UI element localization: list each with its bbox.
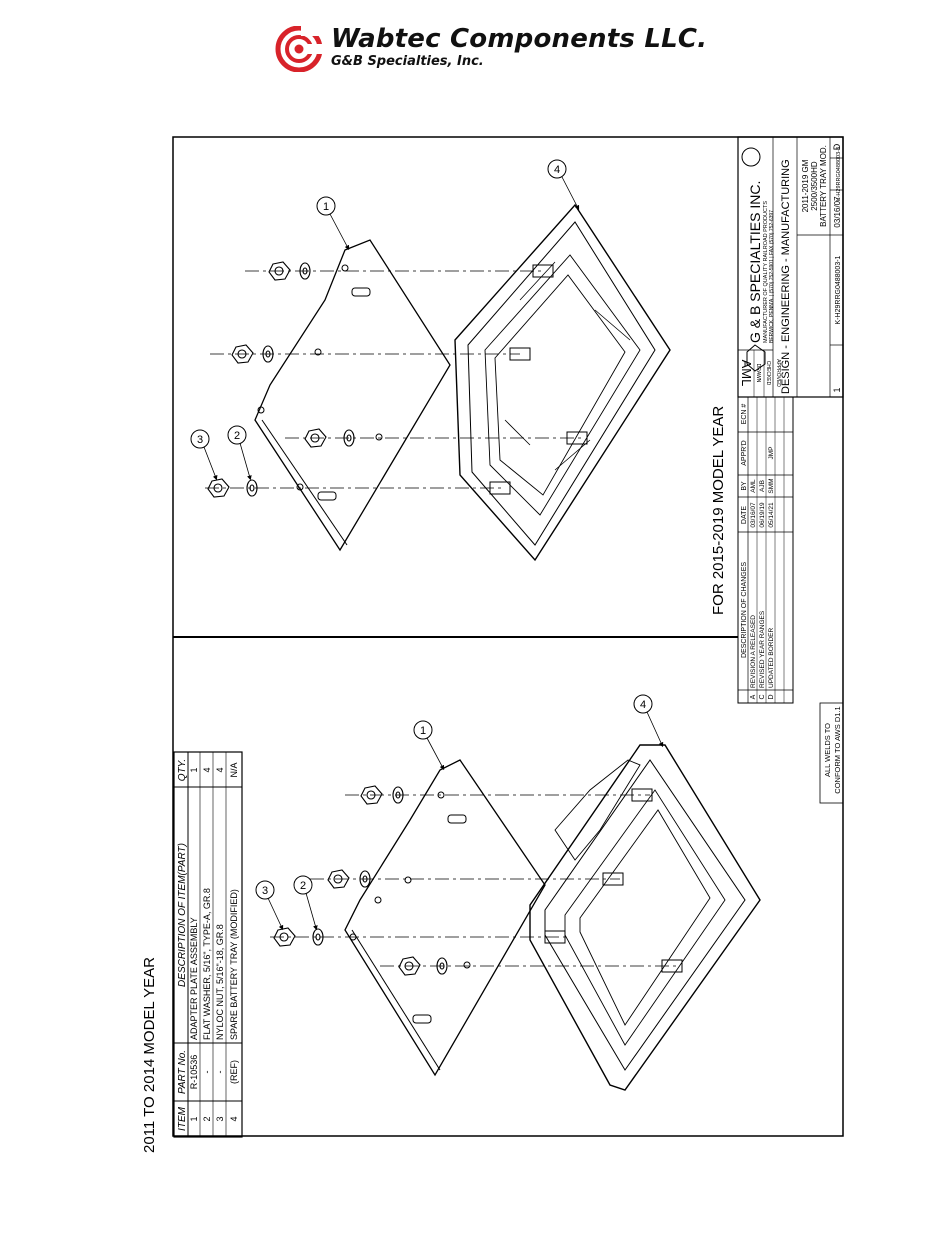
title-approved-label: APPROVED (775, 359, 781, 387)
bom-header-item: ITEM (177, 1106, 188, 1131)
bom-row-1-part: R-10536 (189, 1055, 199, 1090)
bom-row-4-qty: N/A (229, 762, 239, 777)
bottom-view-balloon-labels: 1 4 3 2 (262, 699, 646, 897)
railroad-seal-icon (741, 147, 761, 167)
bom-row-1-desc: ADAPTER PLATE ASSEMBLY (189, 917, 199, 1040)
title-checked-label: CHECKED (765, 361, 771, 386)
rev-row-c-by: AJB (759, 480, 766, 492)
bom-row-2-qty: 4 (202, 767, 212, 772)
bom-header-part: PART No. (177, 1050, 188, 1094)
revision-block: DESCRIPTION OF CHANGES DATE BY APPR'D EC… (737, 396, 794, 704)
title-part-title-2: 2500/3500HD (810, 161, 819, 211)
bom-row-2-desc: FLAT WASHER, 5/16", TYPE-A, GR.8 (202, 888, 212, 1040)
title-drawn-label: DRAWN (755, 364, 761, 383)
weld-note-line-2: CONFORM TO AWS D1.1 (833, 706, 842, 793)
rev-header-by: BY (741, 481, 748, 491)
rev-row-c-letter: C (759, 694, 766, 699)
balloon-2-bottom: 2 (300, 880, 306, 892)
title-tagline: MANUFACTURER OF QUALITY RAILROAD PRODUCT… (763, 201, 769, 343)
weld-note: ALL WELDS TO CONFORM TO AWS D1.1 (819, 702, 844, 804)
view-title-2015-2019: FOR 2015-2019 MODEL YEAR (710, 406, 727, 615)
weld-note-line-1: ALL WELDS TO (823, 723, 832, 777)
top-battery-tray (454, 203, 671, 562)
bill-of-materials: ITEM PART No. DESCRIPTION OF ITEM(PART) … (173, 751, 243, 1138)
bom-header-qty: QTY. (177, 759, 188, 781)
company-name: Wabtec Components LLC. (331, 24, 708, 54)
rev-header-apprd: APPR'D (741, 440, 748, 465)
balloon-1-top: 1 (323, 201, 329, 213)
company-subsidiary: G&B Specialties, Inc. (331, 54, 484, 69)
rev-row-d-by: SMM (768, 478, 775, 493)
bom-row-3-part: - (215, 1071, 225, 1074)
bom-row-1-qty: 1 (189, 767, 199, 772)
bom-row-3-item: 3 (215, 1116, 225, 1121)
rev-row-a-by: AML (750, 479, 757, 493)
top-view-balloon-labels: 1 4 3 2 (197, 164, 560, 446)
bom-row-4-item: 4 (229, 1116, 239, 1121)
balloon-4-top: 4 (554, 164, 560, 176)
title-revision: D (832, 143, 842, 150)
top-adapter-plate (254, 239, 451, 552)
bom-row-3-desc: NYLOC NUT, 5/16"-18, GR.8 (215, 924, 225, 1040)
title-company: G & B SPECIALTIES INC. (747, 181, 763, 343)
balloon-4-bottom: 4 (640, 699, 646, 711)
bom-row-2-part: - (202, 1071, 212, 1074)
rev-row-d-date: 05/14/21 (768, 502, 775, 528)
bom-row-4-part: (REF) (229, 1060, 239, 1084)
rev-header-description: DESCRIPTION OF CHANGES (741, 562, 748, 658)
rev-row-d-apprd: JMP (768, 447, 775, 460)
title-address: BERWICK, PENN'A. | (570) 752-5901 | FAX … (769, 210, 775, 343)
bottom-adapter-plate (344, 759, 546, 1077)
top-view-assembly (190, 159, 671, 562)
title-part-title-1: 2011-2019 GM (801, 159, 810, 212)
balloon-3-top: 3 (197, 434, 203, 446)
title-part-title-3: BATTERY TRAY MOD. (819, 145, 828, 227)
rev-row-d-desc: UPDATED BORDER (768, 628, 775, 688)
company-logo: Wabtec Components LLC. G&B Specialties, … (275, 24, 707, 76)
bottom-view-assembly (255, 694, 761, 1091)
rev-row-a-desc: REVISION A RELEASED (750, 615, 757, 688)
gb-emblem-icon (746, 344, 766, 372)
rev-row-a-date: 03/16/07 (750, 502, 757, 528)
rev-row-c-desc: REVISED YEAR RANGES (759, 610, 766, 688)
rev-header-date: DATE (741, 506, 748, 524)
bom-row-1-item: 1 (189, 1116, 199, 1121)
title-block: AML DRAWN CHECKED APPROVED G & B SPECIAL… (737, 136, 844, 398)
title-sheet: 1 (832, 387, 842, 392)
rev-row-d-letter: D (768, 694, 775, 699)
view-title-2011-2014: 2011 TO 2014 MODEL YEAR (141, 957, 158, 1153)
bom-header-description: DESCRIPTION OF ITEM(PART) (177, 843, 188, 987)
title-slogan: DESIGN - ENGINEERING - MANUFACTURING (780, 159, 792, 394)
title-part-no: K-H29RRG0488003-3 (836, 147, 842, 201)
bottom-battery-tray (529, 744, 761, 1091)
title-date: 03/16/07 (833, 196, 842, 228)
bom-row-2-item: 2 (202, 1116, 212, 1121)
rev-row-c-date: 06/19/19 (759, 502, 766, 528)
bom-row-3-qty: 4 (215, 767, 225, 772)
title-drawing-no: K-H29RRG0488003-1 (835, 255, 842, 324)
balloon-3-bottom: 3 (262, 885, 268, 897)
wabtec-logo-icon (275, 26, 327, 72)
rev-row-a-letter: A (750, 694, 757, 699)
bom-row-4-desc: SPARE BATTERY TRAY (MODIFIED) (229, 889, 239, 1040)
rev-header-ecn: ECN # (741, 404, 748, 425)
balloon-1-bottom: 1 (420, 725, 426, 737)
balloon-2-top: 2 (234, 430, 240, 442)
